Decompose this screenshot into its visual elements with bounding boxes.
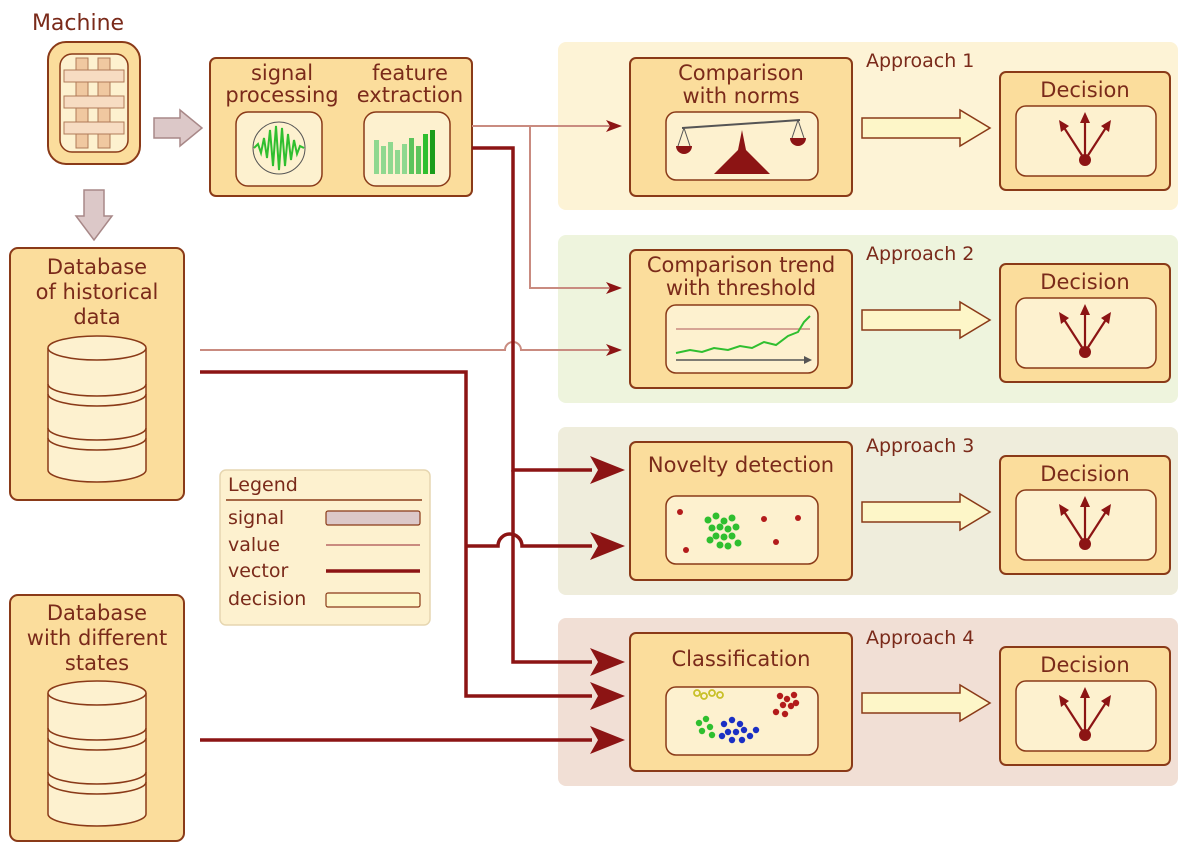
- decision-label-4: Decision: [1040, 653, 1129, 677]
- waveform-icon: [235, 111, 323, 187]
- feature-extraction-label-2: extraction: [357, 83, 464, 107]
- database-states-label-2: with different: [27, 626, 167, 650]
- legend-decision-swatch: [325, 592, 421, 608]
- decision-label-2: Decision: [1040, 270, 1129, 294]
- value-arrowheads: [606, 120, 622, 356]
- decision-arrows: [861, 108, 992, 723]
- database-states-label-1: Database: [47, 601, 147, 625]
- legend-label-decision: decision: [228, 588, 306, 610]
- signal-arrow-right: [153, 108, 204, 148]
- approach-4-label: Approach 4: [866, 627, 974, 649]
- decision-label-3: Decision: [1040, 462, 1129, 486]
- database-states-label-3: states: [65, 651, 129, 675]
- approach-1-method-label-2: with norms: [682, 84, 799, 108]
- machine-label: Machine: [32, 11, 124, 36]
- approach-2-label: Approach 2: [866, 243, 974, 265]
- legend-title: Legend: [228, 474, 298, 496]
- classification-clusters-icon: [665, 686, 819, 756]
- approach-3-label: Approach 3: [866, 435, 974, 457]
- decision-label-1: Decision: [1040, 78, 1129, 102]
- legend-box: [219, 469, 431, 626]
- decision-fork-icon-2: [1059, 304, 1111, 358]
- decision-fork-icon-3: [1059, 496, 1111, 550]
- signal-processing-label-2: processing: [225, 83, 338, 107]
- database-states-cylinder-icon: [47, 680, 147, 827]
- legend-label-vector: vector: [228, 560, 288, 582]
- approach-4-method-label: Classification: [672, 647, 811, 671]
- approach-1-label: Approach 1: [866, 50, 974, 72]
- database-historical-label-1: Database: [47, 255, 147, 279]
- database-historical-label-3: data: [73, 305, 120, 329]
- approach-2-method-label-1: Comparison trend: [647, 253, 835, 277]
- feature-bars-icon: [363, 111, 451, 187]
- legend-label-signal: signal: [228, 507, 284, 529]
- novelty-scatter-icon: [665, 495, 819, 565]
- legend-label-value: value: [228, 534, 280, 556]
- decision-fork-icon-4: [1059, 687, 1111, 741]
- feature-extraction-label-1: feature: [372, 61, 448, 85]
- machine-icon: [47, 41, 141, 165]
- balance-scale-icon: [665, 111, 819, 181]
- signal-processing-label-1: signal: [251, 61, 313, 85]
- approach-2-method-label-2: with threshold: [666, 276, 816, 300]
- database-historical-label-2: of historical: [36, 280, 159, 304]
- trend-threshold-icon: [665, 304, 819, 374]
- vector-arrowheads: [590, 456, 625, 754]
- signal-arrow-down: [74, 189, 114, 242]
- database-historical-cylinder-icon: [47, 335, 147, 483]
- vector-connectors: [200, 146, 592, 742]
- approach-1-method-label-1: Comparison: [678, 61, 804, 85]
- legend-signal-swatch: [325, 510, 421, 526]
- approach-3-method-label: Novelty detection: [648, 453, 834, 477]
- decision-fork-icon-1: [1059, 112, 1111, 166]
